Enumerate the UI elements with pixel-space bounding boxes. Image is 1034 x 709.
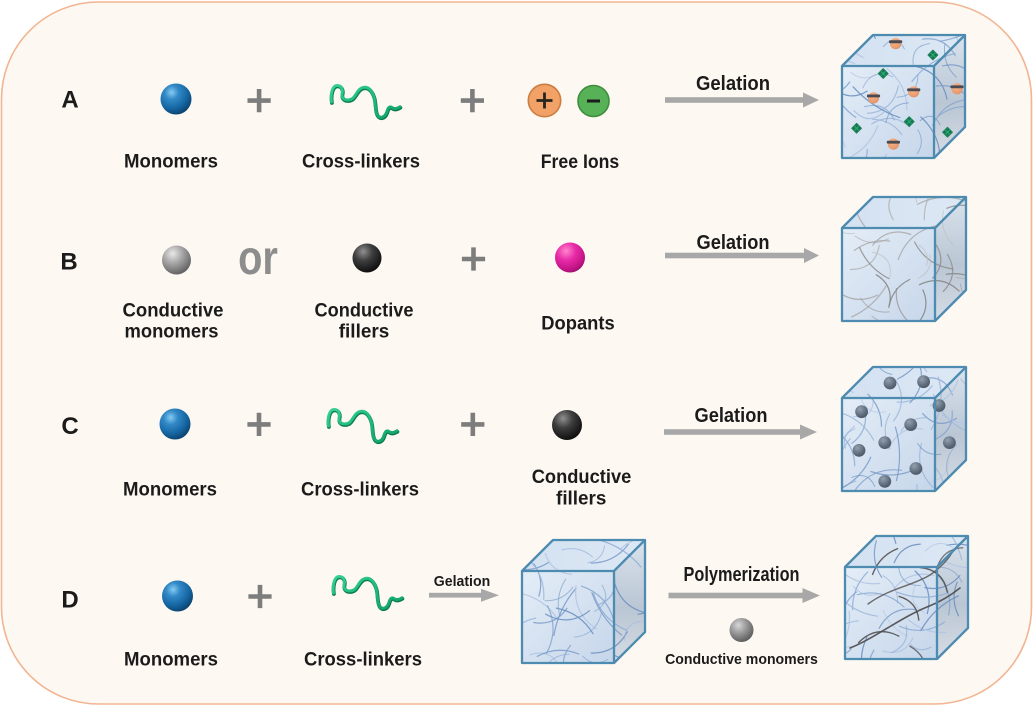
svg-text:or: or [238, 232, 278, 285]
svg-text:Monomers: Monomers [124, 650, 218, 671]
svg-text:D: D [61, 587, 78, 614]
svg-text:Conductive: Conductive [123, 301, 224, 322]
svg-text:Conductive monomers: Conductive monomers [665, 651, 818, 668]
svg-text:Free Ions: Free Ions [541, 152, 620, 173]
svg-text:Cross-linkers: Cross-linkers [302, 152, 420, 173]
svg-text:Dopants: Dopants [541, 314, 614, 335]
svg-text:Gelation: Gelation [695, 405, 768, 427]
svg-text:Gelation: Gelation [434, 573, 490, 590]
svg-text:Cross-linkers: Cross-linkers [304, 650, 422, 671]
svg-text:B: B [60, 249, 77, 276]
svg-text:Monomers: Monomers [124, 152, 218, 173]
svg-text:Conductive: Conductive [315, 301, 414, 322]
svg-text:fillers: fillers [339, 322, 390, 343]
svg-text:Monomers: Monomers [123, 480, 217, 501]
svg-text:Conductive: Conductive [532, 467, 632, 488]
svg-text:Polymerization: Polymerization [684, 564, 800, 586]
svg-text:Gelation: Gelation [697, 232, 770, 254]
svg-text:A: A [61, 87, 78, 114]
svg-text:fillers: fillers [556, 489, 606, 510]
svg-text:monomers: monomers [125, 322, 219, 343]
svg-text:Gelation: Gelation [696, 73, 770, 95]
svg-text:Cross-linkers: Cross-linkers [301, 480, 419, 501]
svg-text:C: C [61, 413, 78, 440]
